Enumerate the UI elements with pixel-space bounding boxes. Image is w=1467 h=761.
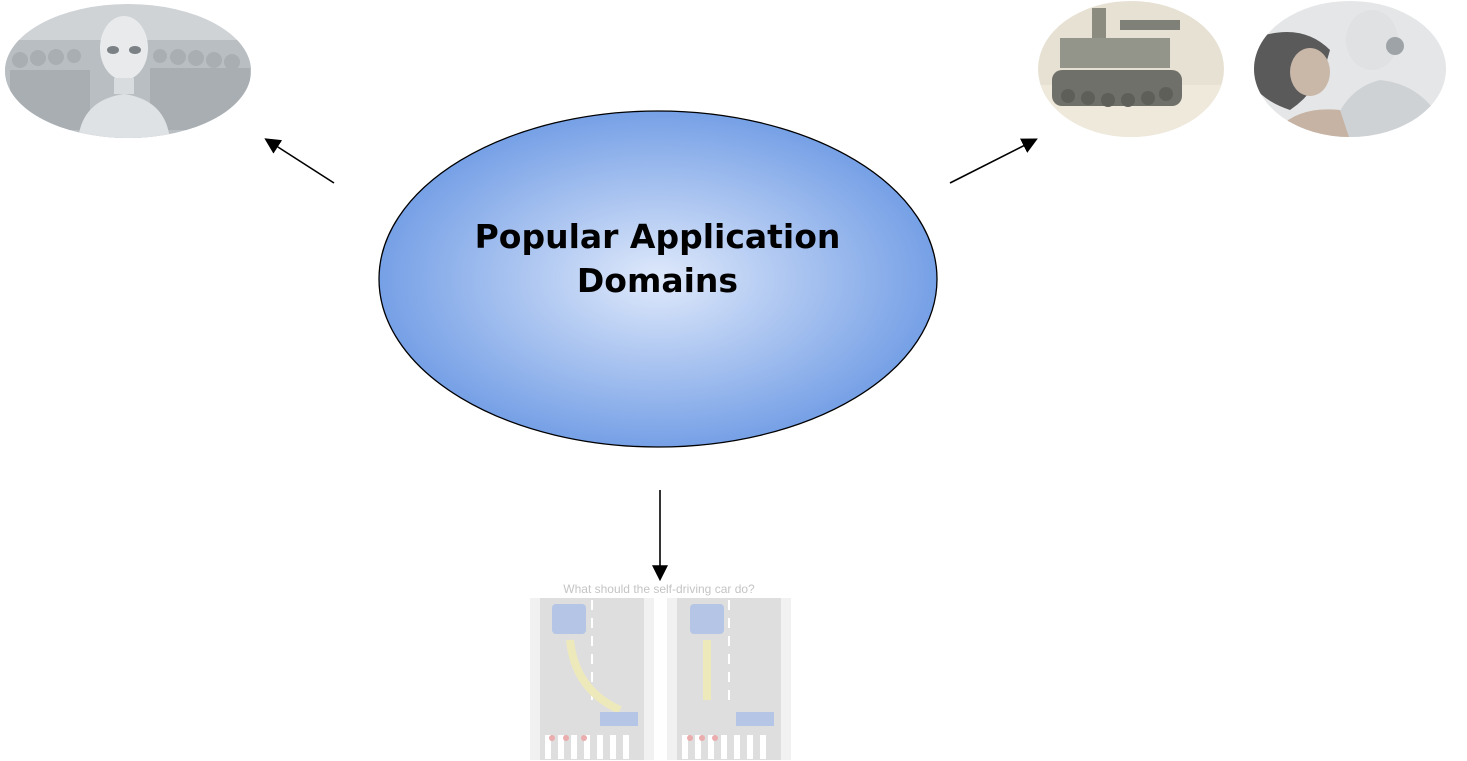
- self-driving-caption: What should the self-driving car do?: [563, 582, 755, 596]
- military-robot-image: [1038, 1, 1224, 137]
- android-companion-image: [1254, 1, 1446, 137]
- arrow-to-top-right: [949, 138, 1038, 184]
- arrow-to-top-left: [264, 138, 335, 184]
- humanoid-robot-army-image: [5, 4, 251, 138]
- center-title: Popular Application Domains: [380, 215, 935, 303]
- center-title-line2: Domains: [576, 261, 739, 300]
- center-title-line1: Popular Application: [474, 217, 841, 256]
- self-driving-dilemma-image: [530, 598, 791, 760]
- center-ellipse: [378, 110, 938, 448]
